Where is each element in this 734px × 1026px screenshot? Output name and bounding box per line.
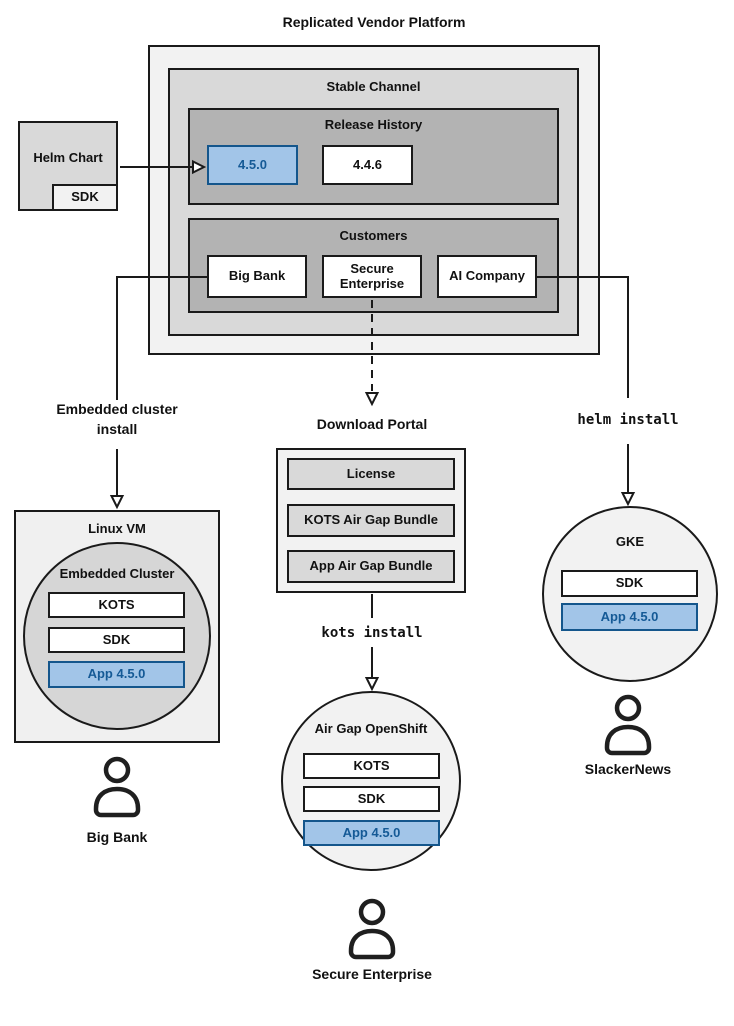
big-bank-user-icon (93, 756, 141, 818)
embedded-cluster-label: Embedded Cluster (59, 566, 175, 581)
gke-sdk-box: SDK (561, 570, 698, 597)
secure-enterprise-user-label: Secure Enterprise (312, 966, 432, 982)
helm-chart-label: Helm Chart (33, 149, 103, 165)
helm-install-label: helm install (577, 412, 679, 428)
embedded-app-box: App 4.5.0 (48, 661, 185, 688)
customers-label: Customers (339, 228, 408, 243)
secure-enterprise-user-icon (348, 898, 396, 960)
big-bank-user-label: Big Bank (86, 829, 148, 845)
helm-install-arrowhead-icon (620, 492, 636, 507)
kots-install-arrowhead-icon (364, 677, 380, 692)
helm-sdk-box: SDK (52, 184, 118, 211)
openshift-kots-box: KOTS (303, 753, 440, 779)
gke-app-box: App 4.5.0 (561, 603, 698, 631)
openshift-app-box: App 4.5.0 (303, 820, 440, 846)
embedded-install-label: Embedded cluster install (56, 401, 178, 437)
slackernews-user-label: SlackerNews (584, 761, 672, 777)
stable-channel-label: Stable Channel (326, 79, 421, 94)
openshift-sdk-box: SDK (303, 786, 440, 812)
helm-chart-box: Helm Chart SDK (18, 121, 118, 211)
openshift-label: Air Gap OpenShift (314, 721, 428, 736)
diagram-title: Replicated Vendor Platform (282, 14, 466, 30)
embedded-kots-box: KOTS (48, 592, 185, 618)
kots-install-label: kots install (321, 625, 423, 641)
release-current-box: 4.5.0 (207, 145, 298, 185)
gke-label: GKE (615, 534, 645, 549)
portal-kots-bundle-box: KOTS Air Gap Bundle (287, 504, 455, 537)
release-previous-box: 4.4.6 (322, 145, 413, 185)
embedded-install-arrowhead-icon (109, 495, 125, 510)
customer-ai-company: AI Company (437, 255, 537, 298)
slackernews-user-icon (604, 694, 652, 756)
download-portal-arrowhead-icon (364, 392, 380, 407)
embedded-sdk-box: SDK (48, 627, 185, 653)
release-history-label: Release History (324, 117, 423, 132)
customer-big-bank: Big Bank (207, 255, 307, 298)
linux-vm-label: Linux VM (88, 521, 146, 536)
customer-secure-enterprise: Secure Enterprise (322, 255, 422, 298)
portal-app-bundle-box: App Air Gap Bundle (287, 550, 455, 583)
download-portal-label: Download Portal (316, 416, 428, 432)
portal-license-box: License (287, 458, 455, 490)
